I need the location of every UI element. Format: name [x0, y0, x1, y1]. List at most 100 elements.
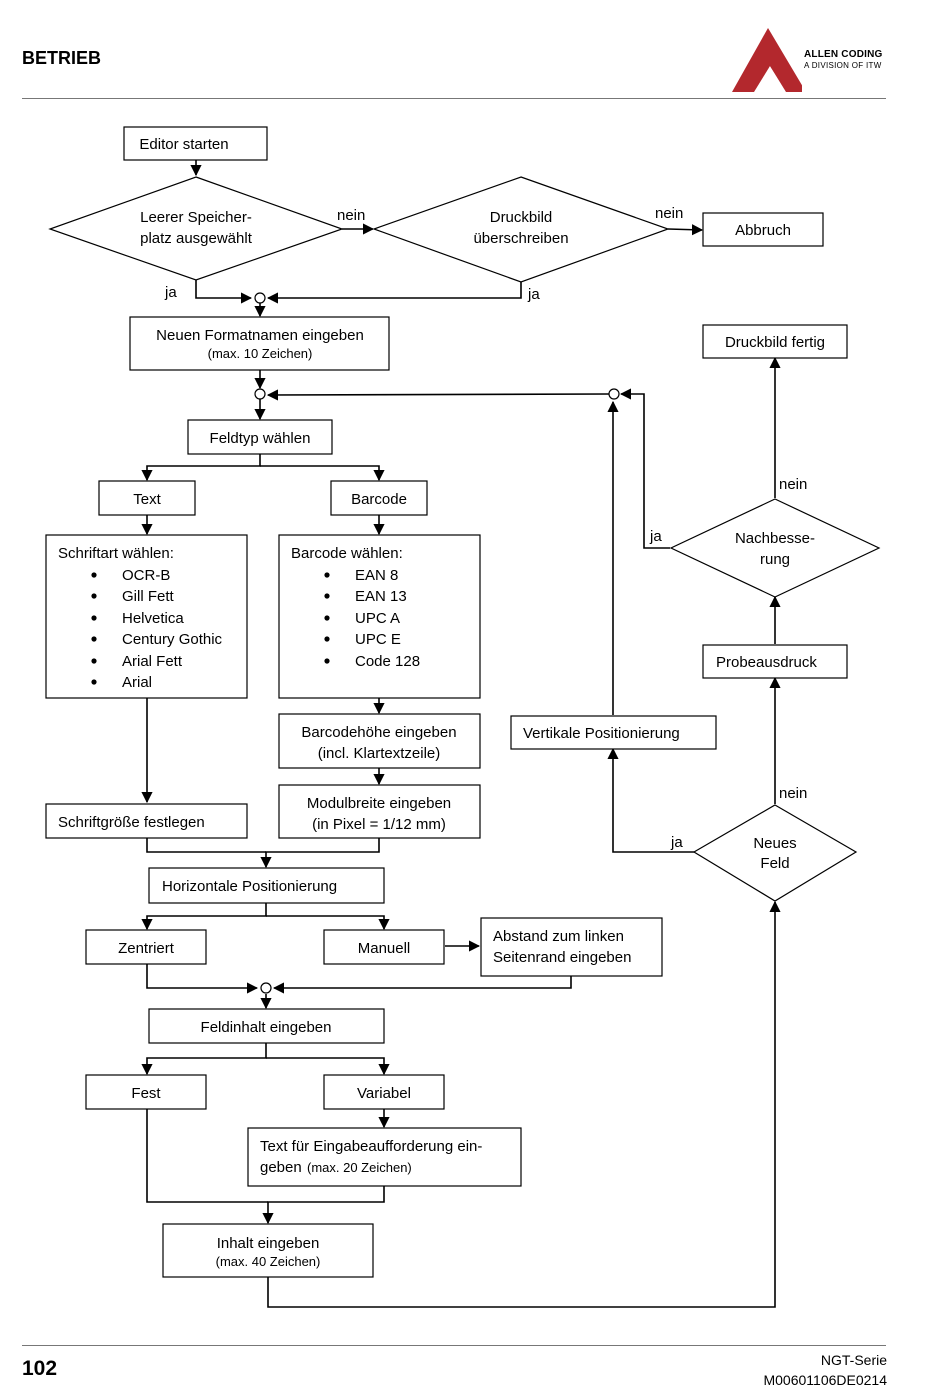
edge-labels: nein nein ja ja ja nein nein ja [164, 205, 807, 851]
node-left-margin: Abstand zum linken Seitenrand eingeben [480, 917, 663, 977]
svg-text:Leerer Speicher-: Leerer Speicher- [140, 209, 252, 226]
svg-text:Zentriert: Zentriert [118, 940, 175, 957]
node-barcode-height: Barcodehöhe eingeben (incl. Klartextzeil… [278, 713, 481, 769]
node-font-size: Schriftgröße festlegen [45, 803, 248, 839]
label-no-2: nein [655, 205, 683, 222]
svg-text:Neuen Formatnamen eingeben: Neuen Formatnamen eingeben [156, 327, 364, 344]
svg-text:rung: rung [760, 551, 790, 568]
flow-connectors [141, 160, 781, 1308]
svg-text:Inhalt eingeben: Inhalt eingeben [217, 1235, 320, 1252]
label-yes-2: ja [527, 286, 540, 303]
svg-text:Manuell: Manuell [358, 940, 411, 957]
label-no-rework: nein [779, 476, 807, 493]
svg-text:OCR-B: OCR-B [122, 567, 170, 584]
junction-loop [608, 388, 620, 400]
svg-text:EAN 13: EAN 13 [355, 588, 407, 605]
node-centered: Zentriert [85, 929, 207, 965]
svg-text:platz ausgewählt: platz ausgewählt [140, 230, 253, 247]
svg-text:Helvetica: Helvetica [122, 610, 184, 627]
svg-text:Horizontale Positionierung: Horizontale Positionierung [162, 878, 337, 895]
svg-text:Code 128: Code 128 [355, 653, 420, 670]
svg-text:(max. 40 Zeichen): (max. 40 Zeichen) [216, 1254, 321, 1269]
svg-text:(in Pixel = 1/12 mm): (in Pixel = 1/12 mm) [312, 816, 446, 833]
svg-text:Variabel: Variabel [357, 1085, 411, 1102]
svg-text:(max. 10 Zeichen): (max. 10 Zeichen) [208, 346, 313, 361]
label-no-1: nein [337, 207, 365, 224]
svg-text:Gill Fett: Gill Fett [122, 588, 175, 605]
label-no-new-field: nein [779, 785, 807, 802]
footer-doc-code: M00601106DE0214 [763, 1372, 887, 1388]
node-print-done: Druckbild fertig [702, 324, 848, 359]
svg-text:Text für Eingabeaufforderung e: Text für Eingabeaufforderung ein- [260, 1138, 482, 1155]
logo-line2: A DIVISION OF ITW [804, 61, 882, 70]
font-list: OCR-B Gill Fett Helvetica Century Gothic… [91, 567, 223, 691]
node-test-print: Probeausdruck [702, 644, 848, 679]
allen-coding-logo: ALLEN CODING A DIVISION OF ITW [732, 28, 892, 94]
node-content: Inhalt eingeben (max. 40 Zeichen) [162, 1223, 374, 1278]
node-font-select: Schriftart wählen: OCR-B Gill Fett Helve… [45, 534, 248, 699]
svg-text:Abstand zum linken: Abstand zum linken [493, 928, 624, 945]
junction-2 [254, 388, 266, 400]
svg-text:EAN 8: EAN 8 [355, 567, 398, 584]
svg-text:Barcodehöhe eingeben: Barcodehöhe eingeben [301, 724, 456, 741]
svg-text:Abbruch: Abbruch [735, 222, 791, 239]
svg-text:Schriftgröße festlegen: Schriftgröße festlegen [58, 814, 205, 831]
node-variable: Variabel [323, 1074, 445, 1110]
svg-text:Seitenrand eingeben: Seitenrand eingeben [493, 949, 631, 966]
svg-text:Probeausdruck: Probeausdruck [716, 654, 817, 671]
svg-text:(incl. Klartextzeile): (incl. Klartextzeile) [318, 745, 441, 762]
decision-overwrite: Druckbild überschreiben [372, 176, 670, 283]
svg-text:geben: geben [260, 1159, 302, 1176]
section-title: BETRIEB [22, 48, 102, 68]
footer-divider [22, 1345, 886, 1346]
node-barcode-select: Barcode wählen: EAN 8 EAN 13 UPC A UPC E… [278, 534, 481, 699]
node-vertical-position: Vertikale Positionierung [510, 715, 717, 750]
svg-text:UPC A: UPC A [355, 610, 400, 627]
decision-new-field: Neues Feld [692, 804, 858, 902]
node-editor-start: Editor starten [123, 126, 268, 161]
decision-empty-slot: Leerer Speicher- platz ausgewählt [48, 176, 344, 281]
svg-text:Schriftart wählen:: Schriftart wählen: [58, 545, 174, 562]
svg-text:Nachbesse-: Nachbesse- [735, 530, 815, 547]
logo-line1: ALLEN CODING [804, 49, 883, 60]
svg-text:(max. 20 Zeichen): (max. 20 Zeichen) [307, 1160, 412, 1175]
svg-text:Text: Text [133, 491, 161, 508]
svg-text:überschreiben: überschreiben [473, 230, 568, 247]
node-module-width: Modulbreite eingeben (in Pixel = 1/12 mm… [278, 784, 481, 839]
svg-text:Editor starten: Editor starten [139, 136, 228, 153]
svg-text:Neues: Neues [753, 835, 796, 852]
barcode-list: EAN 8 EAN 13 UPC A UPC E Code 128 [324, 567, 420, 670]
node-horizontal-position: Horizontale Positionierung [148, 867, 385, 904]
svg-text:Arial Fett: Arial Fett [122, 653, 183, 670]
junction-1 [254, 292, 266, 304]
svg-text:Vertikale Positionierung: Vertikale Positionierung [523, 725, 680, 742]
node-barcode: Barcode [330, 480, 428, 516]
label-yes-new-field: ja [670, 834, 683, 851]
junction-3 [260, 982, 272, 994]
label-yes-rework: ja [649, 528, 662, 545]
footer-series: NGT-Serie [820, 1352, 887, 1368]
svg-text:Modulbreite eingeben: Modulbreite eingeben [307, 795, 451, 812]
svg-text:UPC E: UPC E [355, 631, 401, 648]
svg-text:Druckbild: Druckbild [490, 209, 553, 226]
label-yes-1: ja [164, 284, 177, 301]
logo-triangle-icon [732, 28, 806, 92]
node-fixed: Fest [85, 1074, 207, 1110]
svg-text:Feldtyp wählen: Feldtyp wählen [210, 430, 311, 447]
node-text: Text [98, 480, 196, 516]
decision-rework: Nachbesse- rung [669, 498, 881, 598]
page-number: 102 [22, 1357, 58, 1380]
svg-text:Fest: Fest [131, 1085, 161, 1102]
svg-text:Barcode wählen:: Barcode wählen: [291, 545, 403, 562]
svg-text:Arial: Arial [122, 674, 152, 691]
node-manual: Manuell [323, 929, 445, 965]
node-abort: Abbruch [702, 212, 824, 247]
node-field-type: Feldtyp wählen [187, 419, 333, 455]
node-field-content: Feldinhalt eingeben [148, 1008, 385, 1044]
svg-text:Druckbild fertig: Druckbild fertig [725, 334, 825, 351]
header-divider [22, 98, 886, 99]
svg-text:Feldinhalt eingeben: Feldinhalt eingeben [201, 1019, 332, 1036]
svg-text:Barcode: Barcode [351, 491, 407, 508]
node-new-name: Neuen Formatnamen eingeben (max. 10 Zeic… [129, 316, 390, 371]
